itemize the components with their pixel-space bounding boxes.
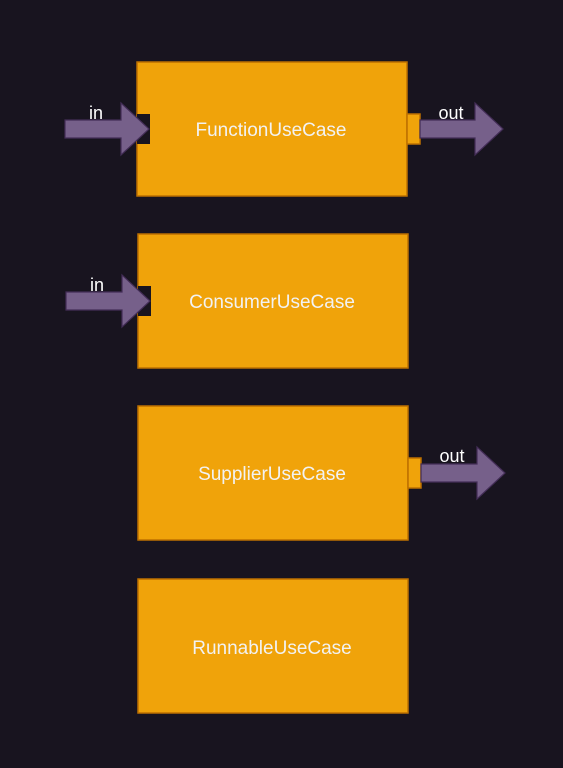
function-use-case-out-label: out	[438, 103, 463, 123]
function-use-case-out-port	[406, 113, 421, 145]
supplier-use-case: out SupplierUseCase	[137, 405, 506, 541]
function-use-case-out-arrow	[419, 101, 504, 157]
consumer-use-case-in-label: in	[90, 275, 104, 295]
function-use-case: in out FunctionUseCase	[64, 61, 504, 197]
function-use-case-label: FunctionUseCase	[195, 120, 346, 141]
supplier-use-case-label: SupplierUseCase	[198, 464, 346, 485]
consumer-use-case: in ConsumerUseCase	[65, 233, 409, 369]
runnable-use-case-label: RunnableUseCase	[192, 638, 352, 659]
consumer-use-case-box[interactable]	[137, 233, 409, 369]
runnable-use-case-box[interactable]	[137, 578, 409, 714]
supplier-use-case-box[interactable]	[137, 405, 409, 541]
consumer-use-case-in-arrow	[65, 273, 151, 329]
runnable-use-case: RunnableUseCase	[137, 578, 409, 714]
supplier-use-case-out-label: out	[439, 446, 464, 466]
supplier-use-case-out-port	[407, 457, 422, 489]
function-use-case-in-arrow	[64, 101, 150, 157]
consumer-use-case-label: ConsumerUseCase	[189, 292, 355, 313]
supplier-use-case-out-arrow	[420, 445, 506, 501]
function-use-case-box[interactable]	[136, 61, 408, 197]
function-use-case-in-label: in	[89, 103, 103, 123]
